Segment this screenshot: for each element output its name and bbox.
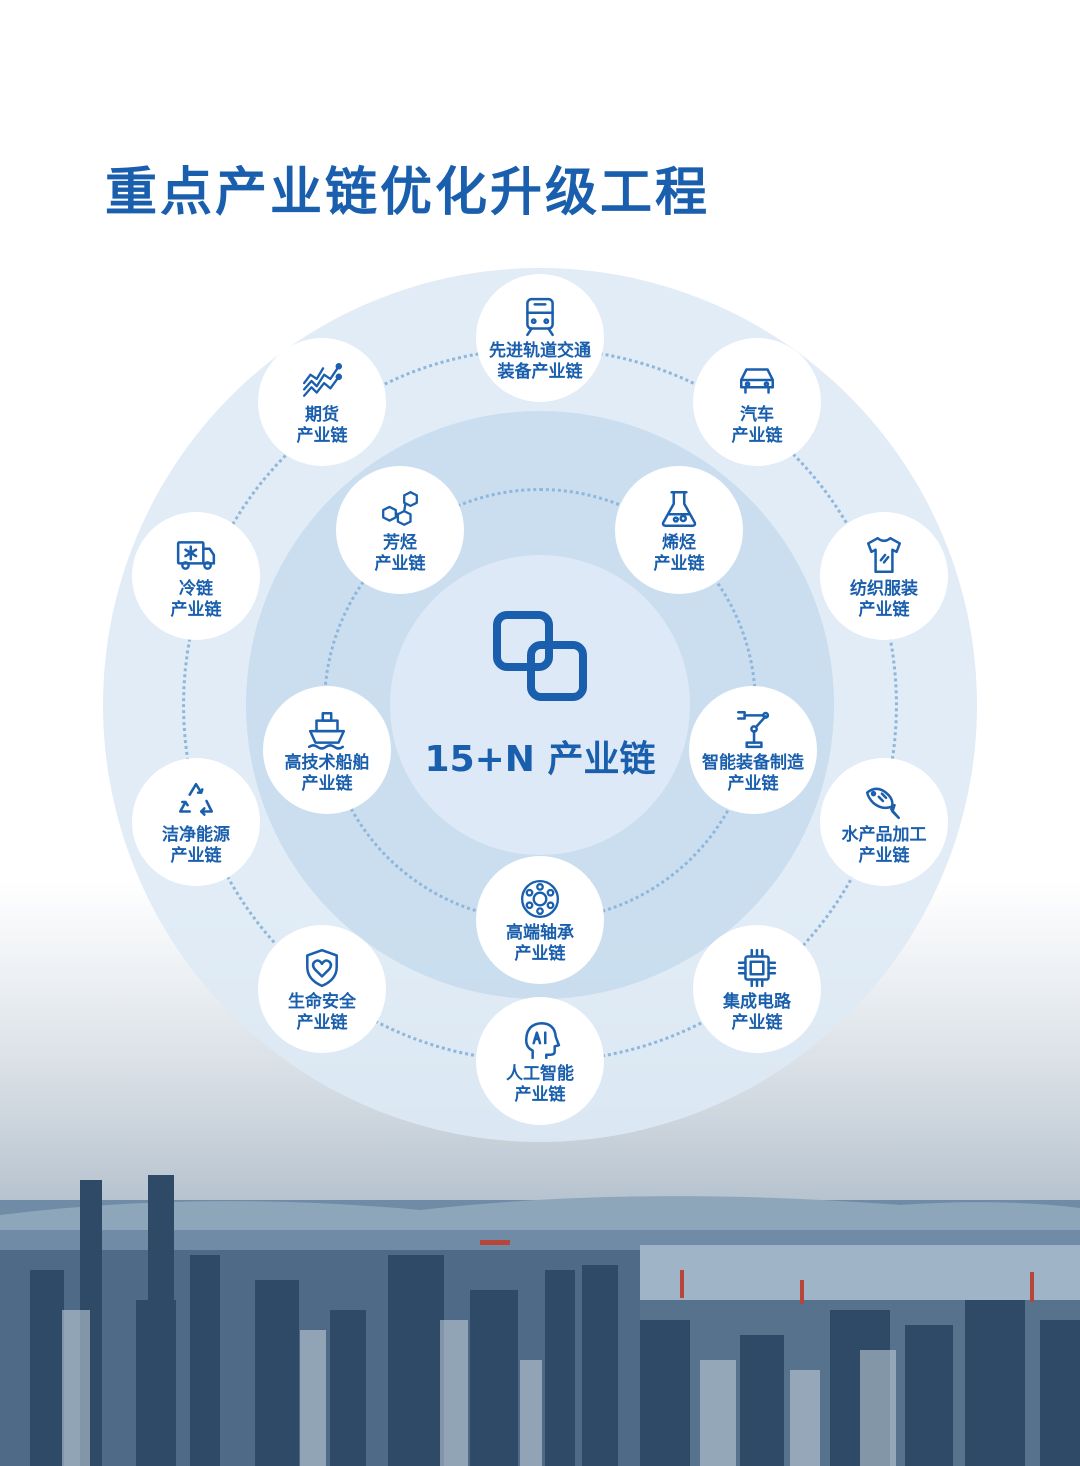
node-label: 产业链 (170, 599, 222, 620)
node-ic: 集成电路 产业链 (693, 925, 821, 1053)
trend-chart-icon (302, 362, 343, 397)
node-label: 智能装备制造 (702, 752, 804, 773)
node-label: 冷链 (179, 578, 213, 599)
chain-link-icon (493, 611, 587, 701)
node-label: 产业链 (858, 845, 910, 866)
ai-head-icon (524, 1021, 561, 1059)
node-ai: 人工智能 产业链 (476, 997, 604, 1125)
node-label: 装备产业链 (497, 361, 583, 382)
node-label: 产业链 (653, 553, 705, 574)
city-skyline-image (0, 1175, 1080, 1466)
node-label: 产业链 (514, 943, 566, 964)
node-label: 期货 (305, 404, 339, 425)
refrigerated-truck-icon (176, 540, 216, 570)
node-label: 产业链 (731, 425, 783, 446)
fish-icon (865, 787, 900, 819)
node-bearing: 高端轴承 产业链 (476, 856, 604, 984)
center-label: 15+N 产业链 (424, 739, 656, 780)
node-label: 产业链 (731, 1012, 783, 1033)
node-clean: 洁净能源 产业链 (132, 758, 260, 886)
node-label: 人工智能 (506, 1063, 574, 1084)
robot-arm-icon (737, 710, 770, 748)
car-icon (739, 367, 775, 394)
node-label: 水产品加工 (841, 824, 927, 845)
node-textile: 纺织服装 产业链 (820, 512, 948, 640)
ship-icon (307, 711, 346, 750)
tshirt-icon (866, 536, 902, 573)
flask-icon (661, 490, 697, 527)
node-label: 产业链 (296, 1012, 348, 1033)
train-icon (526, 297, 554, 336)
chip-icon (737, 948, 777, 987)
node-auto: 汽车 产业链 (693, 338, 821, 466)
node-smart: 智能装备制造 产业链 (689, 686, 817, 814)
molecule-icon (382, 490, 418, 526)
heart-shield-icon (306, 948, 338, 987)
node-label: 产业链 (296, 425, 348, 446)
node-label: 生命安全 (288, 991, 356, 1012)
node-label: 产业链 (858, 599, 910, 620)
page-title: 重点产业链优化升级工程 (105, 163, 711, 223)
node-aromatics: 芳烃 产业链 (336, 466, 464, 594)
node-label: 先进轨道交通 (489, 340, 591, 361)
node-label: 产业链 (727, 773, 779, 794)
node-cold: 冷链 产业链 (132, 512, 260, 640)
node-label: 集成电路 (723, 991, 791, 1012)
node-label: 高端轴承 (506, 922, 574, 943)
node-label: 产业链 (374, 553, 426, 574)
node-aquatic: 水产品加工 产业链 (820, 758, 948, 886)
node-label: 高技术船舶 (284, 752, 370, 773)
recycle-icon (178, 782, 214, 816)
node-olefins: 烯烃 产业链 (615, 466, 743, 594)
node-label: 洁净能源 (162, 824, 230, 845)
node-label: 产业链 (301, 773, 353, 794)
node-ship: 高技术船舶 产业链 (263, 686, 391, 814)
node-label: 纺织服装 (850, 578, 918, 599)
node-label: 产业链 (170, 845, 222, 866)
node-futures: 期货 产业链 (258, 338, 386, 466)
bearing-icon (520, 879, 560, 918)
node-rail: 先进轨道交通 装备产业链 (476, 274, 604, 402)
node-safety: 生命安全 产业链 (258, 925, 386, 1053)
node-label: 汽车 (740, 404, 774, 425)
node-label: 产业链 (514, 1084, 566, 1105)
node-label: 芳烃 (383, 532, 417, 553)
node-label: 烯烃 (662, 532, 696, 553)
